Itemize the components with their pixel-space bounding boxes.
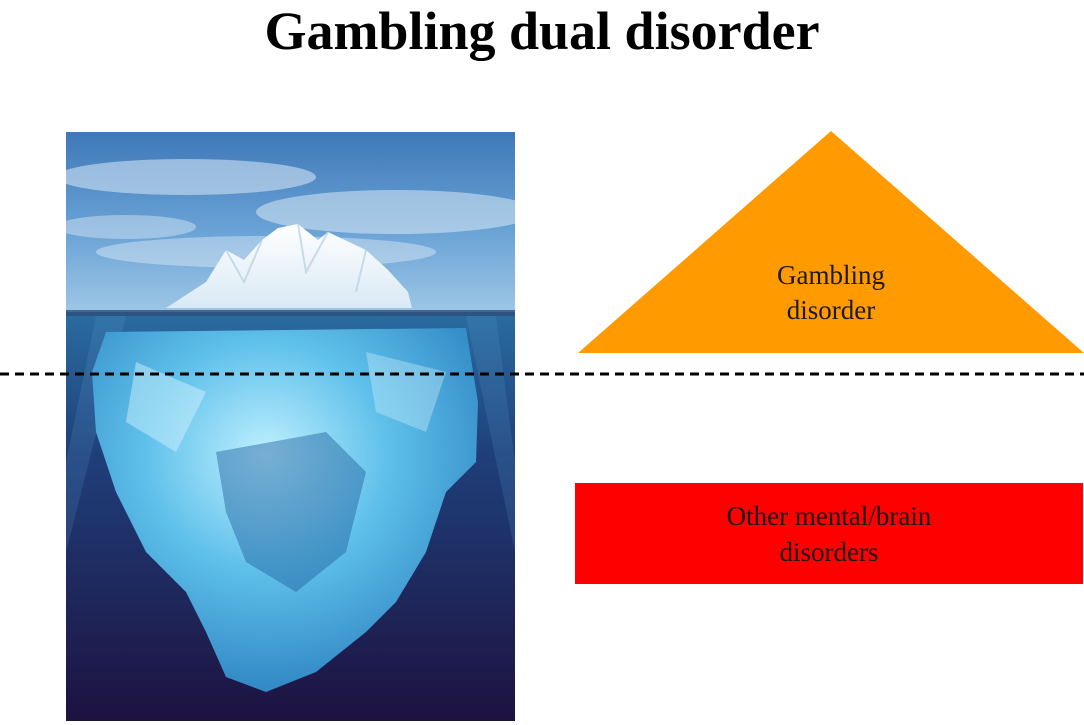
hidden-part-box: Other mental/brain disorders (575, 483, 1083, 584)
visible-part-triangle (578, 131, 1084, 353)
hidden-part-label: Other mental/brain disorders (726, 500, 932, 567)
visible-part-label: Gambling disorder (777, 260, 885, 325)
page-title: Gambling dual disorder (264, 1, 820, 61)
iceberg-photo (66, 132, 515, 721)
waterline-divider (0, 372, 1084, 376)
